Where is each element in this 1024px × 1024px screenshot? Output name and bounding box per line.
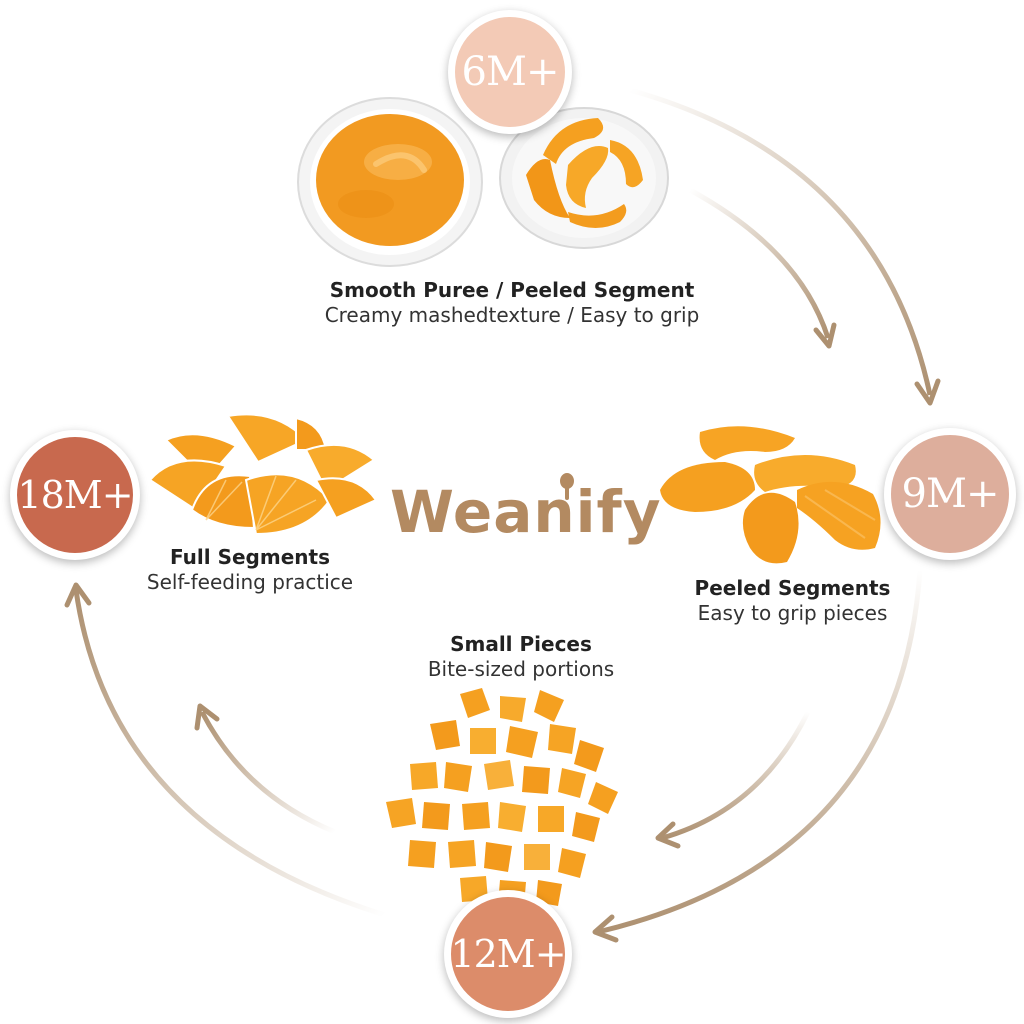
age-label-9m: 9M+ [901,471,1000,517]
age-badge-12m: 12M+ [444,890,572,1018]
stage-subtitle-6m: Creamy mashedtexture / Easy to grip [324,303,700,327]
age-label-6m: 6M+ [461,49,560,95]
age-badge-9m: 9M+ [884,428,1016,560]
stage-label-9m: Peeled Segments Easy to grip pieces [660,576,925,626]
stage-subtitle-12m: Bite-sized portions [427,657,615,681]
stage-subtitle-9m: Easy to grip pieces [697,601,888,625]
arrowhead-outer-6-to-9 [914,378,941,406]
peeled-segments-image [660,426,881,564]
age-label-18m: 18M+ [17,473,133,517]
puree-bowl-image [297,97,483,267]
stage-label-18m: Full Segments Self-feeding practice [120,545,380,595]
small-pieces-image [386,688,618,906]
arrow-inner-6-to-9 [688,187,831,339]
brand-logo-text: Weanify [390,478,662,546]
arrowhead-inner-12-to-18 [194,703,220,731]
spoon-icon [560,473,574,500]
arrowhead-outer-9-to-12 [592,914,619,943]
stage-title-9m: Peeled Segments [694,576,891,600]
age-label-12m: 12M+ [450,932,566,976]
arrow-outer-6-to-9 [629,87,933,396]
arrow-inner-12-to-18 [199,710,336,835]
stage-title-6m: Smooth Puree / Peeled Segment [329,278,695,302]
segment-plate-image [499,107,669,249]
arrow-inner-9-to-12 [661,710,811,841]
brand-logo: Weanify [390,478,662,546]
age-badge-6m: 6M+ [448,10,572,134]
stage-title-12m: Small Pieces [450,632,592,656]
arrowhead-outer-12-to-18 [64,582,92,608]
arrowhead-inner-9-to-12 [655,821,681,849]
arrowhead-inner-6-to-9 [813,322,837,349]
stage-subtitle-18m: Self-feeding practice [146,570,354,594]
age-badge-18m: 18M+ [10,430,140,560]
stage-label-6m: Smooth Puree / Peeled Segment Creamy mas… [262,278,762,328]
full-segments-image [148,413,378,536]
stage-title-18m: Full Segments [170,545,330,569]
stage-label-12m: Small Pieces Bite-sized portions [398,632,644,682]
arrow-outer-12-to-18 [73,589,386,918]
arrow-outer-9-to-12 [597,569,923,935]
